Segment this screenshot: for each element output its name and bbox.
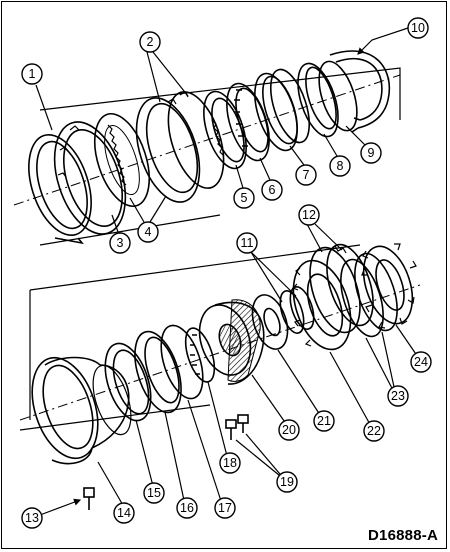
part-11-thrust-washers (279, 286, 315, 334)
svg-text:11: 11 (241, 236, 254, 250)
part-16-seal (134, 330, 182, 414)
callout-17: 17 (214, 497, 236, 519)
part-10-snap-ring (329, 50, 391, 133)
part-17-snap-ring (160, 324, 204, 400)
part-7-spring (254, 68, 311, 152)
callout-24: 24 (410, 351, 432, 373)
lower-frame-lines (29, 244, 361, 291)
part-15-ring (104, 342, 152, 422)
callout-23: 23 (387, 385, 409, 407)
svg-text:13: 13 (25, 511, 39, 525)
part-24-toothed-plate (361, 243, 417, 329)
svg-text:14: 14 (117, 506, 131, 520)
callout-13: 13 (21, 507, 43, 529)
svg-text:16: 16 (180, 501, 194, 515)
svg-text:2: 2 (147, 35, 154, 49)
part-9-seal (318, 60, 358, 132)
svg-text:6: 6 (269, 183, 276, 197)
svg-text:22: 22 (367, 424, 381, 438)
part-14-drum (31, 356, 132, 465)
callout-2: 2 (139, 31, 161, 53)
svg-text:15: 15 (147, 486, 161, 500)
part-8-retainer (297, 62, 339, 138)
svg-text:17: 17 (218, 501, 232, 515)
leader-lines (35, 27, 421, 516)
callout-11: 11 (236, 232, 258, 254)
svg-text:3: 3 (117, 236, 124, 250)
svg-text:5: 5 (241, 191, 248, 205)
svg-text:21: 21 (317, 414, 331, 428)
part-4-friction-plates (93, 112, 151, 208)
svg-text:20: 20 (282, 423, 296, 437)
part-22-plate (291, 259, 352, 351)
svg-text:18: 18 (223, 456, 237, 470)
part-5-ring (203, 90, 247, 170)
callout-4: 4 (137, 221, 159, 243)
part-13-bolt (83, 487, 95, 510)
part-18-bearing (184, 327, 216, 383)
callout-9: 9 (360, 142, 382, 164)
callout-6: 6 (261, 179, 283, 201)
upper-frame-lines (39, 67, 401, 120)
upper-centerline (13, 74, 401, 206)
part-1-snap-ring (28, 133, 92, 245)
callout-7: 7 (295, 164, 317, 186)
callout-19: 19 (276, 471, 298, 493)
svg-text:1: 1 (29, 67, 36, 81)
figure-id-label: D16888-A (368, 527, 438, 544)
svg-text:9: 9 (368, 146, 375, 160)
callout-16: 16 (176, 497, 198, 519)
callout-10: 10 (407, 17, 429, 39)
svg-text:24: 24 (414, 355, 428, 369)
lower-assembly (19, 243, 421, 510)
callout-markers: 1 2 3 4 5 6 7 8 9 10 11 12 13 14 15 16 1… (21, 17, 432, 529)
part-19-bolts (225, 414, 249, 440)
callout-22: 22 (363, 420, 385, 442)
callout-1: 1 (21, 63, 43, 85)
svg-text:8: 8 (337, 159, 344, 173)
part-21-washer (251, 294, 289, 350)
callout-18: 18 (219, 452, 241, 474)
callout-3: 3 (109, 232, 131, 254)
svg-text:19: 19 (280, 475, 294, 489)
part-2-steel-plates (135, 91, 225, 203)
svg-text:7: 7 (303, 168, 310, 182)
callout-21: 21 (313, 410, 335, 432)
upper-assembly (13, 50, 401, 246)
part-6-bearing (226, 82, 270, 162)
callout-12: 12 (298, 204, 320, 226)
part-20-hub (198, 299, 265, 385)
callout-8: 8 (329, 155, 351, 177)
callout-5: 5 (233, 187, 255, 209)
svg-text:23: 23 (391, 389, 405, 403)
callout-14: 14 (113, 502, 135, 524)
callout-15: 15 (143, 482, 165, 504)
svg-text:4: 4 (145, 225, 152, 239)
callout-20: 20 (278, 419, 300, 441)
svg-text:12: 12 (302, 208, 316, 222)
svg-text:10: 10 (411, 21, 425, 35)
